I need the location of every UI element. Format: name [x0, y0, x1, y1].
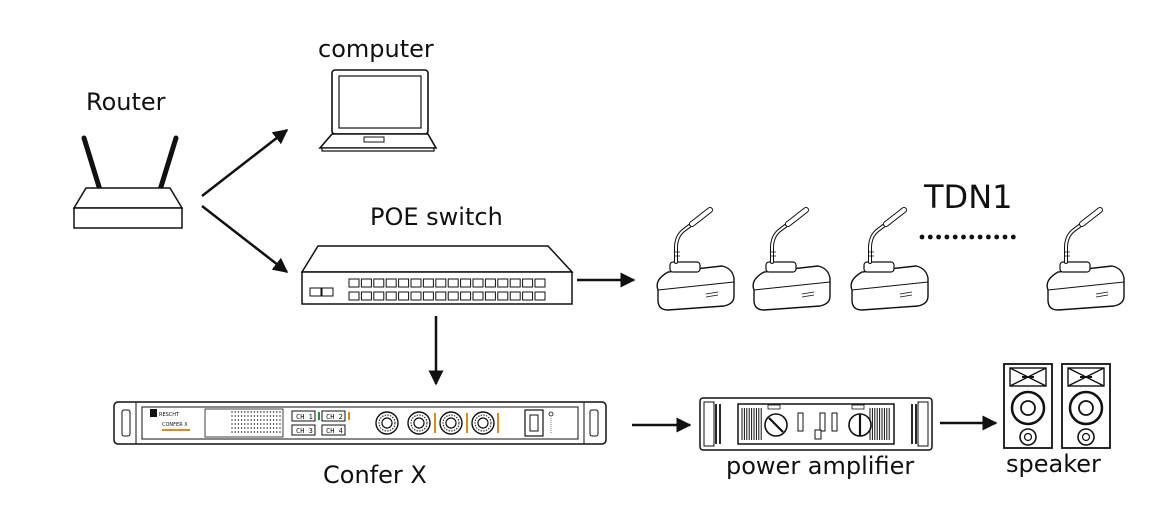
confer-x-icon: RESCHT CONFER X CH 1 CH 2 CH 3 CH 4 — [113, 401, 607, 445]
laptop-icon — [318, 69, 438, 152]
microphone-icon — [1047, 210, 1124, 310]
channel-label: CH 1 — [296, 413, 313, 421]
speaker-icon — [1003, 363, 1053, 449]
confer-brand: RESCHT — [159, 412, 180, 418]
speaker-icon — [1061, 363, 1111, 449]
channel-label: CH 3 — [296, 427, 313, 435]
poe-switch-label: POE switch — [370, 203, 503, 231]
router-icon — [72, 135, 184, 229]
ellipsis-dots — [919, 234, 1016, 240]
computer-label: computer — [318, 35, 434, 63]
microphone-icon — [851, 210, 928, 310]
router-label: Router — [86, 88, 166, 116]
poe-switch-icon — [300, 245, 574, 305]
channel-label: CH 2 — [326, 413, 343, 421]
tdn-label: TDN1 — [924, 178, 1013, 216]
arrow-icon — [201, 129, 289, 197]
arrow-icon — [201, 205, 289, 273]
microphone-icon — [753, 210, 830, 310]
confer-model: CONFER X — [162, 422, 188, 428]
microphone-icon — [657, 210, 734, 310]
channel-label: CH 4 — [326, 427, 343, 435]
speaker-label: speaker — [1006, 450, 1101, 478]
confer-label: Confer X — [323, 461, 427, 489]
power-amplifier-icon — [699, 397, 933, 451]
amplifier-label: power amplifier — [726, 452, 915, 480]
